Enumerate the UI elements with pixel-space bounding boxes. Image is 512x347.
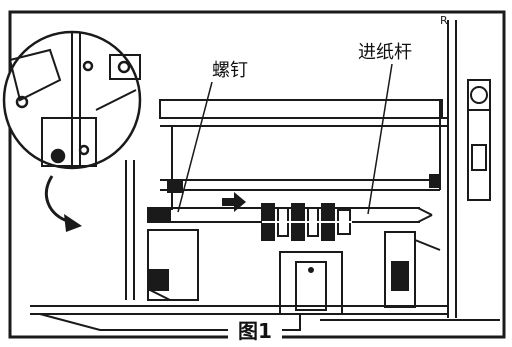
rotation-arrow-icon (44, 175, 82, 232)
feed-direction-arrow-icon (222, 192, 246, 212)
upper-carriage-rails (159, 99, 448, 210)
vertical-post (125, 160, 135, 300)
figure-caption: 图1 (228, 318, 282, 344)
right-side-frame: R (440, 14, 491, 318)
magnified-detail-circle (2, 30, 142, 170)
leader-lines (177, 63, 393, 215)
tractor-wheels (261, 203, 352, 241)
print-head-bracket (279, 251, 343, 315)
svg-text:R: R (440, 14, 448, 27)
screw-label: 螺钉 (206, 56, 254, 82)
feed-rod-label: 进纸杆 (350, 38, 420, 64)
left-bracket (147, 229, 199, 301)
